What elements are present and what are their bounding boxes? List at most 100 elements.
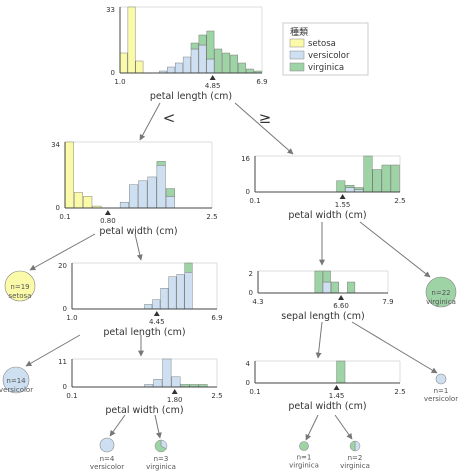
edge-label-less: <	[163, 109, 176, 127]
legend-label-virginica: virginica	[308, 63, 344, 73]
hist-y-tick-max: 34	[51, 141, 60, 149]
hist-bar-virginica	[198, 34, 207, 46]
hist-bar-versicolor	[119, 201, 129, 209]
hist-bar-virginica	[214, 48, 223, 74]
hist-bar-versicolor	[147, 176, 157, 209]
hist-bar-setosa	[64, 141, 74, 209]
hist-bar-virginica	[230, 54, 238, 74]
hist-y-tick-zero: 0	[246, 188, 250, 196]
threshold-marker	[153, 311, 160, 316]
split-feature-label: sepal length (cm)	[281, 311, 365, 322]
hist-bar-versicolor	[182, 56, 191, 74]
hist-bar-versicolor	[160, 288, 169, 310]
hist-y-tick-max: 20	[58, 262, 67, 270]
leaf-count: n=3	[154, 455, 169, 463]
tree-edge	[234, 102, 294, 155]
split-feature-label: petal width (cm)	[288, 210, 366, 221]
hist-bar-versicolor	[206, 58, 215, 74]
hist-bar-virginica	[314, 270, 323, 294]
legend-swatch-virginica	[289, 62, 305, 72]
hist-x-tick-min: 0.1	[249, 197, 260, 205]
threshold-marker	[339, 194, 346, 199]
hist-x-tick-max: 2.5	[394, 388, 405, 396]
threshold-label: 0.80	[100, 217, 116, 225]
leaf-pie-slice-virginica	[349, 440, 356, 452]
leaf-class-label: virginica	[289, 462, 319, 470]
leaf-class-label: virginica	[340, 462, 370, 470]
tree-edge	[134, 233, 143, 261]
hist-bar-setosa	[135, 60, 144, 74]
threshold-marker	[333, 385, 340, 390]
split-feature-label: petal width (cm)	[105, 405, 183, 416]
hist-x-tick-max: 6.9	[211, 314, 222, 322]
hist-x-tick-max: 6.9	[256, 78, 267, 86]
leaf-pie	[435, 373, 447, 385]
leaf-pie	[99, 437, 115, 453]
hist-y-tick-max: 33	[106, 6, 115, 14]
hist-bar-virginica	[222, 52, 231, 74]
hist-bar-versicolor	[168, 276, 177, 310]
hist-bar-setosa	[119, 52, 128, 74]
legend-label-versicolor: versicolor	[308, 51, 350, 61]
split-feature-label: petal width (cm)	[288, 401, 366, 412]
edge-label-greater-equal: ≥	[259, 109, 272, 127]
legend-label-setosa: setosa	[308, 39, 336, 49]
hist-bar-virginica	[330, 281, 339, 294]
hist-bar-virginica	[246, 68, 254, 74]
legend-title: 種類	[290, 27, 308, 38]
hist-bar-versicolor	[184, 272, 193, 310]
hist-bar-versicolor	[190, 48, 199, 74]
threshold-label: 1.80	[167, 396, 183, 404]
tree-edge	[305, 414, 319, 441]
tree-edge	[351, 321, 438, 374]
legend-swatch-setosa	[289, 38, 305, 48]
leaf-pie	[425, 276, 457, 308]
leaf-count: n=2	[348, 454, 363, 462]
leaf-count: n=14	[6, 377, 26, 385]
hist-y-tick-zero: 0	[63, 305, 67, 313]
hist-y-tick-zero: 0	[56, 204, 60, 212]
tree-edge	[29, 233, 96, 271]
leaf-count: n=1	[434, 387, 449, 395]
legend-swatch-versicolor	[289, 50, 305, 60]
hist-x-tick-min: 4.3	[252, 298, 263, 306]
leaf-class-label: virginica	[426, 298, 456, 306]
leaf-class-label: setosa	[9, 292, 32, 300]
hist-bar-versicolor	[153, 379, 163, 388]
hist-bar-versicolor	[175, 62, 183, 74]
leaf-class-label: versicolor	[0, 386, 33, 394]
leaf-pie-slice-versicolor	[354, 440, 361, 452]
hist-bar-versicolor	[129, 184, 139, 209]
edge-labels: < ≥	[163, 109, 272, 127]
hist-bar-virginica	[336, 360, 346, 384]
tree-edge	[315, 321, 323, 359]
hist-x-tick-min: 0.1	[249, 388, 260, 396]
hist-bar-virginica	[390, 164, 400, 193]
hist-bar-virginica	[363, 155, 373, 193]
leaf-pie-slice-virginica	[154, 439, 167, 453]
hist-bar-virginica	[165, 188, 175, 197]
tree-edge	[25, 334, 81, 367]
hist-bar-virginica	[345, 185, 355, 188]
leaf-class-label: versicolor	[424, 395, 458, 403]
tree-edge	[109, 414, 126, 437]
hist-bar-virginica	[206, 30, 215, 60]
hist-x-tick-max: 2.5	[394, 197, 405, 205]
hist-bar-virginica	[372, 169, 382, 193]
hist-bar-versicolor	[176, 274, 185, 310]
hist-y-tick-max: 4	[246, 360, 251, 368]
hist-bar-versicolor	[167, 66, 175, 74]
hist-y-tick-zero: 0	[111, 69, 115, 77]
hist-bar-virginica	[336, 180, 346, 193]
hist-y-tick-max: 2	[249, 270, 253, 278]
leaf-class-label: virginica	[146, 463, 176, 471]
threshold-marker	[209, 75, 216, 80]
split-feature-label: petal width (cm)	[99, 226, 177, 237]
tree-edge	[359, 221, 431, 278]
